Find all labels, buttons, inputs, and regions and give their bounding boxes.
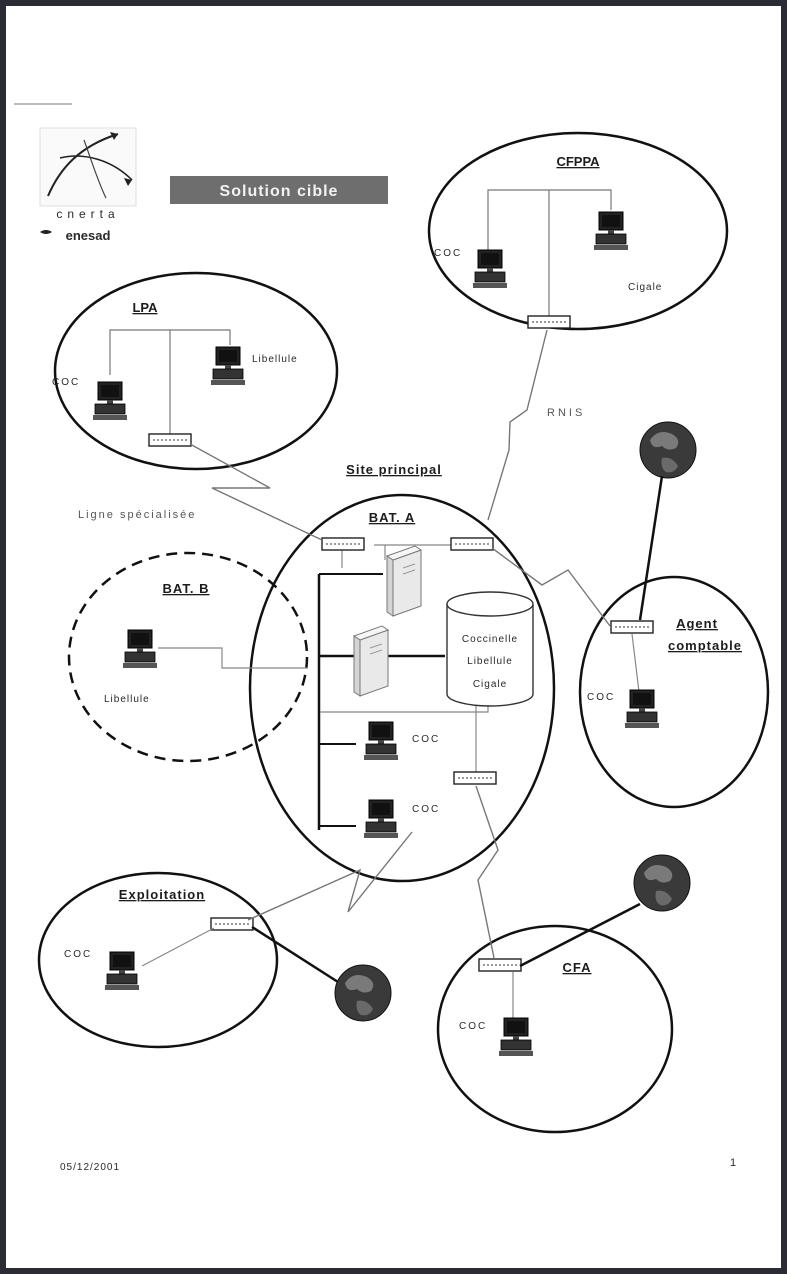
svg-text:cnerta: cnerta	[56, 207, 119, 221]
svg-text:COC: COC	[412, 804, 440, 815]
pc-icon	[122, 629, 158, 669]
svg-text:Libellule: Libellule	[252, 354, 298, 365]
hub-icon	[148, 433, 192, 447]
svg-text:COC: COC	[587, 692, 615, 703]
pc-icon	[363, 799, 399, 839]
svg-text:LPA: LPA	[132, 300, 158, 315]
site-cfa: CFA COC	[436, 924, 674, 1134]
rnis-link	[487, 329, 548, 521]
page-number: 1	[730, 1157, 736, 1169]
cnerta-logo: cnerta enesad	[39, 127, 137, 243]
site-lpa: LPA COC Libellule	[52, 271, 339, 471]
footer-date: 05/12/2001	[60, 1162, 120, 1173]
svg-text:COC: COC	[64, 949, 92, 960]
server-icon	[386, 545, 422, 617]
svg-text:COC: COC	[459, 1021, 487, 1032]
pc-icon	[92, 381, 128, 421]
svg-text:Exploitation: Exploitation	[119, 887, 205, 902]
site-principal: Site principal BAT. A COC COC Coccinelle…	[248, 462, 556, 883]
svg-text:COC: COC	[434, 248, 462, 259]
internet-link	[251, 925, 339, 984]
diagram-title: Solution cible	[170, 176, 388, 204]
pc-icon	[104, 951, 140, 991]
hub-icon	[453, 771, 497, 785]
hub-icon	[478, 958, 522, 972]
svg-text:Cigale: Cigale	[473, 679, 507, 690]
pc-icon	[624, 689, 660, 729]
svg-text:BAT. A: BAT. A	[369, 510, 415, 525]
database-icon: Coccinelle Libellule Cigale	[446, 591, 534, 707]
internet-link	[638, 475, 664, 621]
svg-text:enesad: enesad	[66, 228, 111, 243]
svg-text:Cigale: Cigale	[628, 282, 662, 293]
hub-icon	[450, 537, 494, 551]
exploitation-link	[247, 831, 413, 921]
site-bat-b: BAT. B Libellule	[67, 551, 309, 763]
server-icon	[353, 625, 389, 697]
pc-icon	[363, 721, 399, 761]
internet-globe-icon	[334, 964, 392, 1022]
pc-icon	[210, 346, 246, 386]
internet-globe-icon	[633, 854, 691, 912]
pc-icon	[498, 1017, 534, 1057]
hub-icon	[210, 917, 254, 931]
internet-globe-icon	[639, 421, 697, 479]
svg-text:Coccinelle: Coccinelle	[462, 634, 518, 645]
pc-icon	[472, 249, 508, 289]
svg-text:Libellule: Libellule	[104, 694, 150, 705]
pc-icon	[593, 211, 629, 251]
site-exploitation: Exploitation COC	[37, 871, 279, 1049]
svg-text:Libellule: Libellule	[467, 656, 513, 667]
rnis-label: RNIS	[547, 407, 585, 419]
svg-text:Site principal: Site principal	[346, 462, 442, 477]
cfa-link	[475, 785, 499, 959]
svg-text:comptable: comptable	[668, 638, 742, 653]
svg-text:CFA: CFA	[563, 960, 592, 975]
hub-icon	[527, 315, 571, 329]
svg-text:BAT. B: BAT. B	[163, 581, 210, 596]
svg-text:COC: COC	[52, 377, 80, 388]
internet-link	[519, 902, 641, 968]
site-agent-comptable: Agent comptable COC	[578, 575, 770, 809]
svg-text:Agent: Agent	[676, 616, 718, 631]
svg-text:Solution cible: Solution cible	[220, 183, 339, 200]
hub-icon	[610, 620, 654, 634]
agent-link	[491, 547, 611, 627]
hub-icon	[321, 537, 365, 551]
svg-text:CFPPA: CFPPA	[556, 154, 600, 169]
svg-text:COC: COC	[412, 734, 440, 745]
ligne-label: Ligne spécialisée	[78, 509, 196, 521]
ligne-specialisee-link	[189, 443, 323, 541]
site-cfppa: CFPPA COC Cigale	[427, 131, 729, 331]
